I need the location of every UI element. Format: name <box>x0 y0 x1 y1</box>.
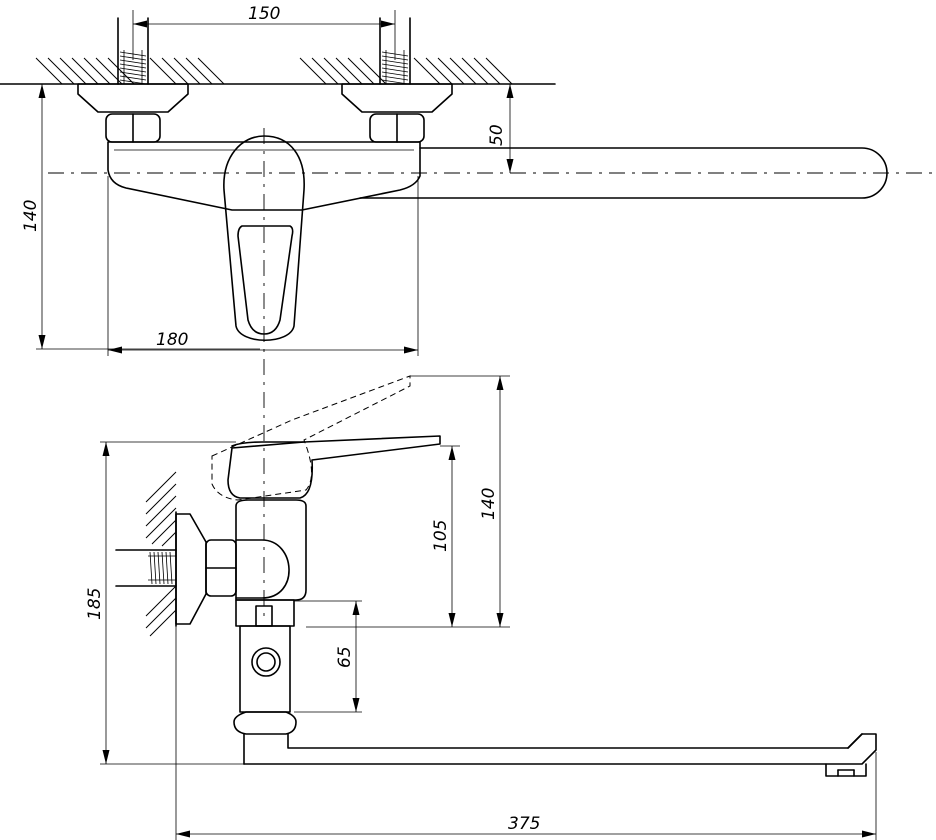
dim-50: 50 <box>487 84 514 173</box>
side-lever <box>227 435 441 499</box>
dim-185: 185 <box>85 441 244 765</box>
front-right-nut <box>369 113 425 143</box>
dim-65-label: 65 <box>335 646 355 668</box>
side-nut <box>205 539 237 597</box>
side-view: 140 105 185 65 <box>85 375 877 840</box>
dim-140-front: 140 <box>21 84 260 350</box>
dim-150-label: 150 <box>248 4 280 24</box>
side-wall-hatching <box>145 471 177 637</box>
dim-105-label: 105 <box>431 520 451 552</box>
side-aerator <box>825 763 867 777</box>
side-body-elbow <box>235 539 290 599</box>
front-left-flange <box>77 83 189 113</box>
dim-375-label: 375 <box>508 814 540 834</box>
dim-140-side-label: 140 <box>479 488 499 520</box>
front-view: 150 50 <box>0 4 934 618</box>
side-inlet-pipe <box>115 549 177 587</box>
front-wall-hatching <box>35 57 513 85</box>
side-spout <box>243 733 877 765</box>
front-right-inlet-pipe <box>379 17 411 85</box>
dim-140-side: 140 <box>306 375 510 628</box>
dim-150: 150 <box>132 4 396 60</box>
dim-105: 105 <box>431 445 460 627</box>
side-body-cartridge <box>235 499 307 601</box>
front-left-nut <box>105 113 161 143</box>
side-lever-lifted <box>211 375 411 501</box>
side-outlet-body <box>233 599 297 765</box>
dim-50-label: 50 <box>487 124 507 146</box>
dim-375: 375 <box>175 626 877 840</box>
side-flange <box>175 513 207 625</box>
dim-180-label: 180 <box>156 330 188 350</box>
dim-185-label: 185 <box>85 588 105 620</box>
front-right-flange <box>341 83 453 113</box>
dim-140-front-label: 140 <box>21 200 41 232</box>
dim-180: 180 <box>107 176 419 356</box>
dim-65: 65 <box>294 600 362 713</box>
